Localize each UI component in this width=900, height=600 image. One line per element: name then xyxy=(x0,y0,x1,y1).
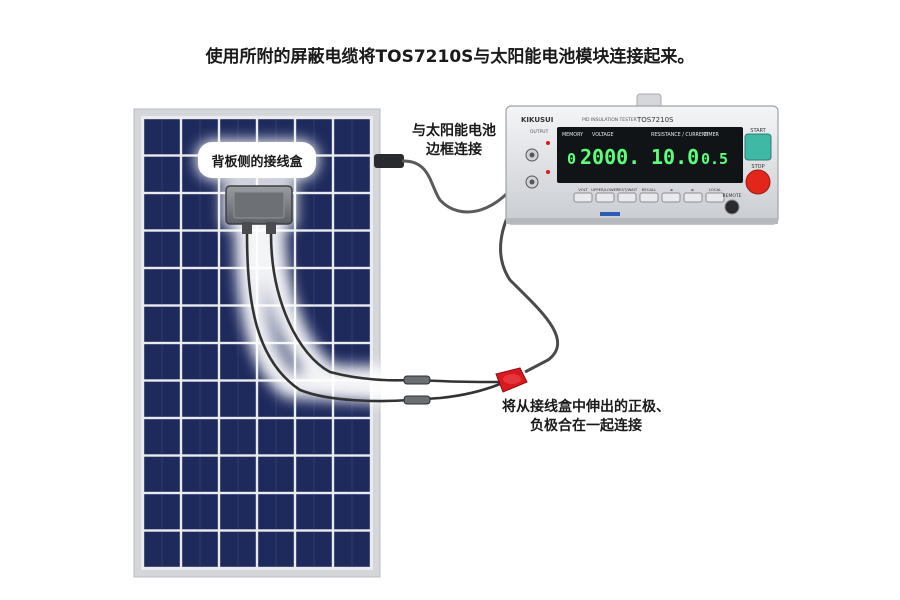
lcd-voltage: 2000. xyxy=(580,145,640,169)
page-caption: 使用所附的屏蔽电缆将TOS7210S与太阳能电池模块连接起来。 xyxy=(205,47,695,67)
output-label: OUTPUT xyxy=(530,129,549,135)
connector-note-line1: 将从接线盒中伸出的正极、 xyxy=(502,399,670,415)
lcd-timer: 0.5 xyxy=(701,150,728,168)
device-badge xyxy=(600,212,620,216)
display-panel xyxy=(557,127,743,183)
junction-box-label-bg xyxy=(198,142,316,178)
device-button[interactable] xyxy=(683,192,703,203)
remote-label: REMOTE xyxy=(723,193,742,199)
tos7210s-device: KIKUSUI PID INSULATION TESTER TOS7210S O… xyxy=(505,93,779,225)
module-leads xyxy=(245,233,501,403)
start-label: START xyxy=(750,128,766,134)
frame-clip xyxy=(374,154,404,168)
stop-label: STOP xyxy=(751,164,764,170)
device-button[interactable] xyxy=(573,192,593,203)
start-button[interactable] xyxy=(744,133,772,161)
device-subtitle: PID INSULATION TESTER xyxy=(582,117,637,123)
red-y-connector xyxy=(495,367,528,393)
lcd-memory-digit: 0 xyxy=(567,150,576,168)
lcd-resistance: 10.0 xyxy=(651,145,699,169)
lead-connector-negative xyxy=(403,395,431,405)
device-button-label: LOCAL xyxy=(709,187,722,192)
lead-connector-positive xyxy=(403,375,431,385)
connector-note-line2: 负极合在一起连接 xyxy=(530,418,642,434)
device-button-label: UPPER/LOWER xyxy=(591,187,619,192)
device-button[interactable] xyxy=(617,192,637,203)
head-memory: MEMORY xyxy=(562,132,583,138)
model-name: TOS7210S xyxy=(636,116,674,124)
frame-connection-note: 与太阳能电池 边框连接 xyxy=(389,122,519,160)
frame-cable xyxy=(374,154,528,214)
head-resistance: RESISTANCE / CURRENT xyxy=(651,132,708,138)
device-button-label: VOLT xyxy=(578,187,588,192)
head-voltage: VOLTAGE xyxy=(592,132,614,138)
connector-note: 将从接线盒中伸出的正极、 负极合在一起连接 xyxy=(486,398,686,436)
device-button-label: ► xyxy=(692,187,695,192)
remote-connector xyxy=(724,199,740,215)
frame-note-line2: 边框连接 xyxy=(426,142,482,158)
junction-box-label: 背板侧的接线盒 xyxy=(211,154,303,170)
device-button-label: TEST/WAIT xyxy=(616,187,638,192)
device-button[interactable] xyxy=(705,192,725,203)
head-timer: TIMER xyxy=(703,132,720,138)
brand-logo: KIKUSUI xyxy=(521,116,553,124)
device-button[interactable] xyxy=(595,192,615,203)
stop-button[interactable] xyxy=(745,169,771,195)
frame-note-line1: 与太阳能电池 xyxy=(412,123,496,139)
device-button[interactable] xyxy=(639,192,659,203)
device-button-label: ◄ xyxy=(670,187,673,192)
junction-box xyxy=(225,185,293,234)
device-button[interactable] xyxy=(661,192,681,203)
device-button-label: RECALL xyxy=(642,187,657,192)
